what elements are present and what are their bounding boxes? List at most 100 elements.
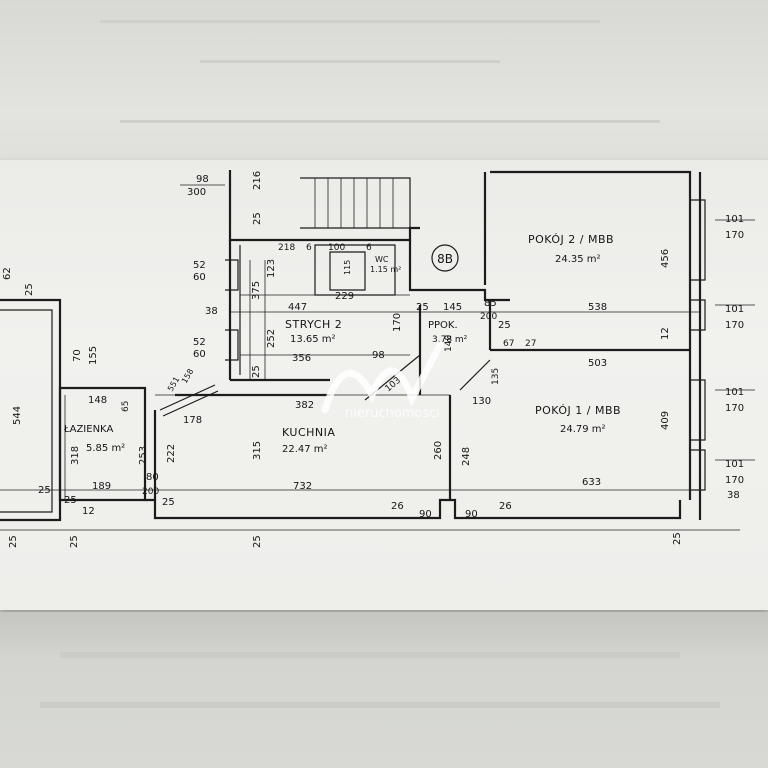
dim-label: 148 [88, 395, 107, 406]
dim-label: 60 [193, 272, 206, 283]
dim-label: 98 [196, 174, 209, 185]
dim-label: 382 [295, 400, 314, 411]
room-wc-area: 1.15 m² [370, 265, 401, 274]
dim-label: 218 [278, 243, 295, 253]
dim-label: 115 [343, 260, 352, 275]
dim-label: 25 [416, 302, 429, 313]
room-kuchnia-area: 22.47 m² [282, 444, 328, 455]
dim-label: 300 [187, 187, 206, 198]
dim-label: 26 [391, 501, 404, 512]
dim-label: 65 [121, 401, 131, 412]
room-pokoj1-area: 24.79 m² [560, 424, 606, 435]
dim-label: 123 [266, 259, 277, 278]
dim-label: 503 [588, 358, 607, 369]
dim-label: 155 [88, 346, 99, 365]
dim-label: 551 [166, 375, 181, 393]
room-spizarnia-name: PPOK. [428, 320, 458, 331]
dim-label: 67 [503, 339, 514, 349]
dim-label: 6 [306, 243, 312, 253]
watermark: nieruchomosci [321, 341, 444, 421]
dim-label: 544 [12, 406, 23, 425]
dim-label: 52 [193, 260, 206, 271]
dim-label: 25 [64, 495, 77, 506]
dim-label: 158 [180, 367, 195, 385]
dim-label: 409 [660, 411, 671, 430]
dim-label: 6 [366, 243, 372, 253]
room-pokoj2-area: 24.35 m² [555, 254, 601, 265]
dim-label: 318 [70, 446, 81, 465]
dim-label: 25 [69, 535, 80, 548]
dim-label: 170 [725, 475, 744, 486]
dim-label: 356 [292, 353, 311, 364]
room-wc-name: WC [375, 255, 389, 264]
room-lazienka-area: 5.85 m² [86, 443, 125, 454]
dim-label: 253 [138, 446, 149, 465]
dim-label: 178 [183, 415, 202, 426]
dim-label: 80 [146, 472, 159, 483]
dim-label: 732 [293, 481, 312, 492]
dim-label: 100 [328, 243, 345, 253]
dim-label: 170 [392, 313, 403, 332]
dim-label: 633 [582, 477, 601, 488]
dim-label: 229 [335, 291, 354, 302]
dim-label: 70 [72, 349, 83, 362]
dim-label: 248 [461, 447, 472, 466]
dim-label: 140 [444, 335, 454, 352]
dim-label: 25 [8, 535, 19, 548]
background-paper-bottom [0, 612, 768, 768]
dim-label: 447 [288, 302, 307, 313]
dim-label: 12 [82, 506, 95, 517]
room-pokoj2-name: POKÓJ 2 / MBB [528, 233, 614, 246]
dim-label: 538 [588, 302, 607, 313]
dim-label: 456 [660, 249, 671, 268]
dimension-labels: 98 300 216 25 218 6 100 6 123 375 115 44… [2, 171, 744, 548]
dim-label: 98 [372, 350, 385, 361]
dim-label: 315 [252, 441, 263, 460]
room-lazienka-name: ŁAZIENKA [63, 424, 113, 435]
dim-label: 25 [252, 212, 263, 225]
room-labels: STRYCH 2 13.65 m² WC 1.15 m² PPOK. 3.78 … [63, 233, 621, 455]
dim-label: 101 [725, 214, 744, 225]
unit-label-circle [431, 244, 459, 272]
room-spizarnia-area: 3.78 m² [432, 335, 468, 345]
outer-walls [0, 170, 702, 522]
room-kuchnia-name: KUCHNIA [282, 426, 335, 439]
dim-label: 216 [252, 171, 263, 190]
dim-label: 252 [266, 329, 277, 348]
dim-label: 25 [498, 320, 511, 331]
room-strych-area: 13.65 m² [290, 334, 336, 345]
dim-label: 101 [725, 459, 744, 470]
dim-label: 222 [166, 444, 177, 463]
dim-label: 25 [162, 497, 175, 508]
dim-label: 85 [484, 298, 497, 309]
dim-label: 38 [727, 490, 740, 501]
dim-label: 60 [193, 349, 206, 360]
unit-label: 8B [437, 252, 453, 266]
dim-label: 101 [725, 304, 744, 315]
dim-label: 90 [465, 509, 478, 520]
dim-label: 12 [660, 327, 671, 340]
room-strych-name: STRYCH 2 [285, 318, 342, 331]
dim-label: 260 [433, 441, 444, 460]
dim-label: 145 [443, 302, 462, 313]
dim-label: 200 [142, 487, 159, 497]
dim-label: 25 [252, 535, 263, 548]
dim-label: 25 [251, 365, 262, 378]
dim-label: 135 [491, 368, 501, 385]
dim-label: 25 [24, 283, 35, 296]
dim-label: 170 [725, 230, 744, 241]
dim-label: 25 [38, 485, 51, 496]
dim-label: 27 [525, 339, 536, 349]
dim-label: 62 [2, 267, 13, 280]
room-pokoj1-name: POKÓJ 1 / MBB [535, 404, 621, 417]
dim-label: 26 [499, 501, 512, 512]
stairs [300, 177, 411, 229]
dim-label: 52 [193, 337, 206, 348]
watermark-brand-text: nieruchomosci [345, 406, 440, 421]
dim-label: 200 [480, 312, 497, 322]
dim-label: 90 [419, 509, 432, 520]
dim-label: 25 [672, 532, 683, 545]
dim-label: 170 [725, 403, 744, 414]
dimension-lines [0, 180, 755, 531]
